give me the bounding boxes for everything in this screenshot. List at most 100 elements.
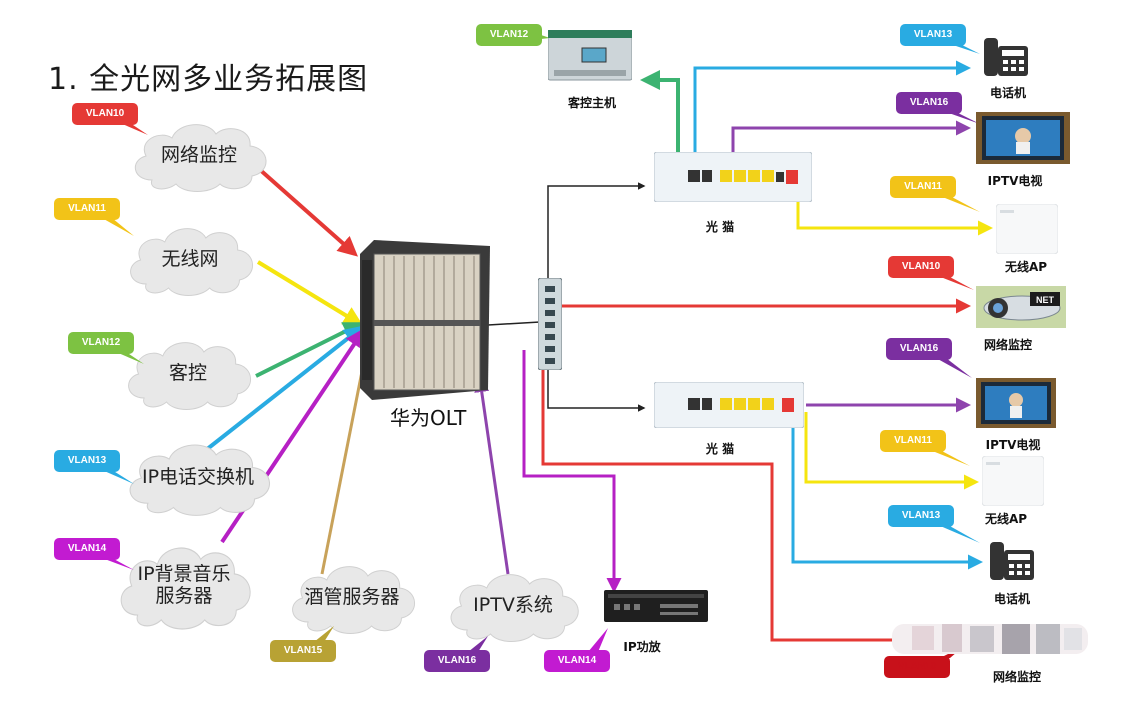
- ont-icon: [653, 151, 813, 203]
- link-splitter-ont-bottom: [547, 366, 646, 412]
- wireless-ap-icon: [995, 203, 1059, 255]
- amplifier-icon: [604, 590, 708, 622]
- vlan-tag-iptv-top: VLAN16: [896, 92, 980, 124]
- tag-label: VLAN16: [909, 97, 949, 108]
- tag-label: VLAN11: [894, 435, 932, 446]
- telephone-icon: [984, 38, 1028, 76]
- vlan-tag-guest-host: VLAN12: [476, 24, 550, 46]
- link-monitor-bottom: [541, 366, 980, 642]
- cloud-label: IP背景音乐 服务器: [137, 563, 231, 607]
- callout-shape: [270, 626, 336, 662]
- cloud-hotel-server: 酒管服务器: [282, 560, 422, 636]
- cloud-label: IPTV系统: [473, 594, 553, 617]
- phone-bottom-label: 电话机: [993, 592, 1030, 606]
- cloud-label: 客控: [168, 362, 207, 385]
- vlan-tag-iptv-system: VLAN16: [424, 636, 490, 672]
- vlan-tag-monitor-bottom: VLAN10: [884, 646, 964, 678]
- callout-shape: [476, 24, 550, 46]
- vlan-tag-guest-ctrl: VLAN12: [68, 332, 144, 364]
- cloud-label: 无线网: [161, 248, 219, 271]
- tag-label: VLAN12: [81, 337, 121, 348]
- vlan-tag-phone-top: VLAN13: [900, 24, 980, 54]
- tag-label: VLAN11: [68, 203, 106, 214]
- splitter-icon: [537, 277, 563, 371]
- callout-shape: [72, 103, 148, 135]
- callout-shape: [68, 332, 144, 364]
- vlan-tag-ip-phone: VLAN13: [54, 450, 134, 484]
- vlan-tag-ip-music: VLAN14: [54, 538, 134, 570]
- iptv-tv-bottom: [976, 378, 1056, 428]
- cloud-icon: [130, 228, 253, 296]
- link-ip-phone: [204, 325, 365, 452]
- vlan-tag-hotel-server: VLAN15: [270, 626, 336, 662]
- cloud-ip-music: IP背景音乐 服务器: [110, 540, 258, 632]
- cloud-iptv-system: IPTV系统: [440, 568, 586, 644]
- cloud-ip-phone-exchange: IP电话交换机: [118, 438, 278, 518]
- callout-shape: [890, 176, 980, 212]
- controller-icon: [547, 30, 633, 81]
- link-phone-bottom: [791, 420, 983, 570]
- link-iptv-top: [731, 120, 971, 160]
- ap-top-label: 无线AP: [1004, 260, 1048, 274]
- link-phone-top: [693, 60, 971, 160]
- tag-label: VLAN16: [437, 655, 477, 666]
- ont-bottom: [653, 381, 805, 429]
- iptv-bottom-label: IPTV电视: [985, 438, 1041, 452]
- ap-bottom: [981, 455, 1045, 507]
- phone-bottom: [990, 540, 1036, 582]
- ont-icon: [653, 381, 805, 429]
- page-title: 1. 全光网多业务拓展图: [48, 62, 369, 97]
- tag-label: VLAN14: [557, 655, 597, 666]
- tv-icon: [976, 112, 1070, 164]
- callout-shape: [54, 198, 134, 236]
- monitor-bottom-label: 网络监控: [992, 670, 1041, 684]
- tag-label: VLAN15: [283, 645, 323, 656]
- callout-shape: [888, 256, 974, 290]
- net-badge: NET: [1036, 295, 1055, 305]
- link-olt-splitter: [487, 321, 541, 326]
- olt-label: 华为OLT: [390, 406, 467, 430]
- link-ap-bottom: [804, 412, 979, 490]
- cloud-label: 网络监控: [160, 144, 237, 167]
- callout-shape: [896, 92, 980, 124]
- tag-label: VLAN10: [897, 661, 937, 672]
- camera-bottom-blurred: [892, 618, 1088, 658]
- cloud-net-monitor: 网络监控: [124, 118, 274, 194]
- iptv-top-label: IPTV电视: [987, 174, 1043, 188]
- callout-shape: [886, 338, 972, 378]
- vlan-tag-monitor-mid: VLAN10: [888, 256, 974, 290]
- link-iptv-system: [474, 377, 510, 575]
- ip-amp-label: IP功放: [623, 640, 661, 654]
- cloud-label: 酒管服务器: [304, 586, 400, 609]
- ap-top: [995, 203, 1059, 255]
- callout-shape: [54, 538, 134, 570]
- callout-shape: [544, 628, 610, 672]
- iptv-tv-top: [976, 112, 1070, 164]
- optical-splitter: [537, 277, 563, 371]
- cloud-icon: [292, 566, 415, 634]
- olt-rack: [360, 240, 490, 400]
- vlan-tag-ap-top: VLAN11: [890, 176, 980, 212]
- guest-control-host: [547, 30, 633, 86]
- cloud-icon: [120, 547, 251, 630]
- vlan-tag-net-monitor: VLAN10: [72, 103, 148, 135]
- olt-chassis-icon: [360, 240, 490, 400]
- cloud-icon: [128, 342, 251, 410]
- link-wireless: [256, 260, 364, 327]
- phone-top-label: 电话机: [989, 86, 1026, 100]
- tag-label: VLAN16: [899, 343, 939, 354]
- link-ip-amp: [522, 350, 622, 593]
- tag-label: VLAN13: [67, 455, 107, 466]
- tag-label: VLAN12: [489, 29, 529, 40]
- camera-icon: NET: [976, 286, 1066, 328]
- cloud-wireless: 无线网: [120, 222, 260, 298]
- vlan-tag-iptv-bottom: VLAN16: [886, 338, 972, 378]
- camera-mid: NET: [976, 286, 1066, 328]
- ip-amplifier: [604, 590, 708, 622]
- link-splitter-ont-top: [547, 182, 646, 280]
- vlan-tag-wireless: VLAN11: [54, 198, 134, 236]
- vlan-tag-ap-bottom: VLAN11: [880, 430, 970, 466]
- link-net-monitor: [256, 166, 358, 257]
- cloud-label: IP电话交换机: [141, 466, 255, 489]
